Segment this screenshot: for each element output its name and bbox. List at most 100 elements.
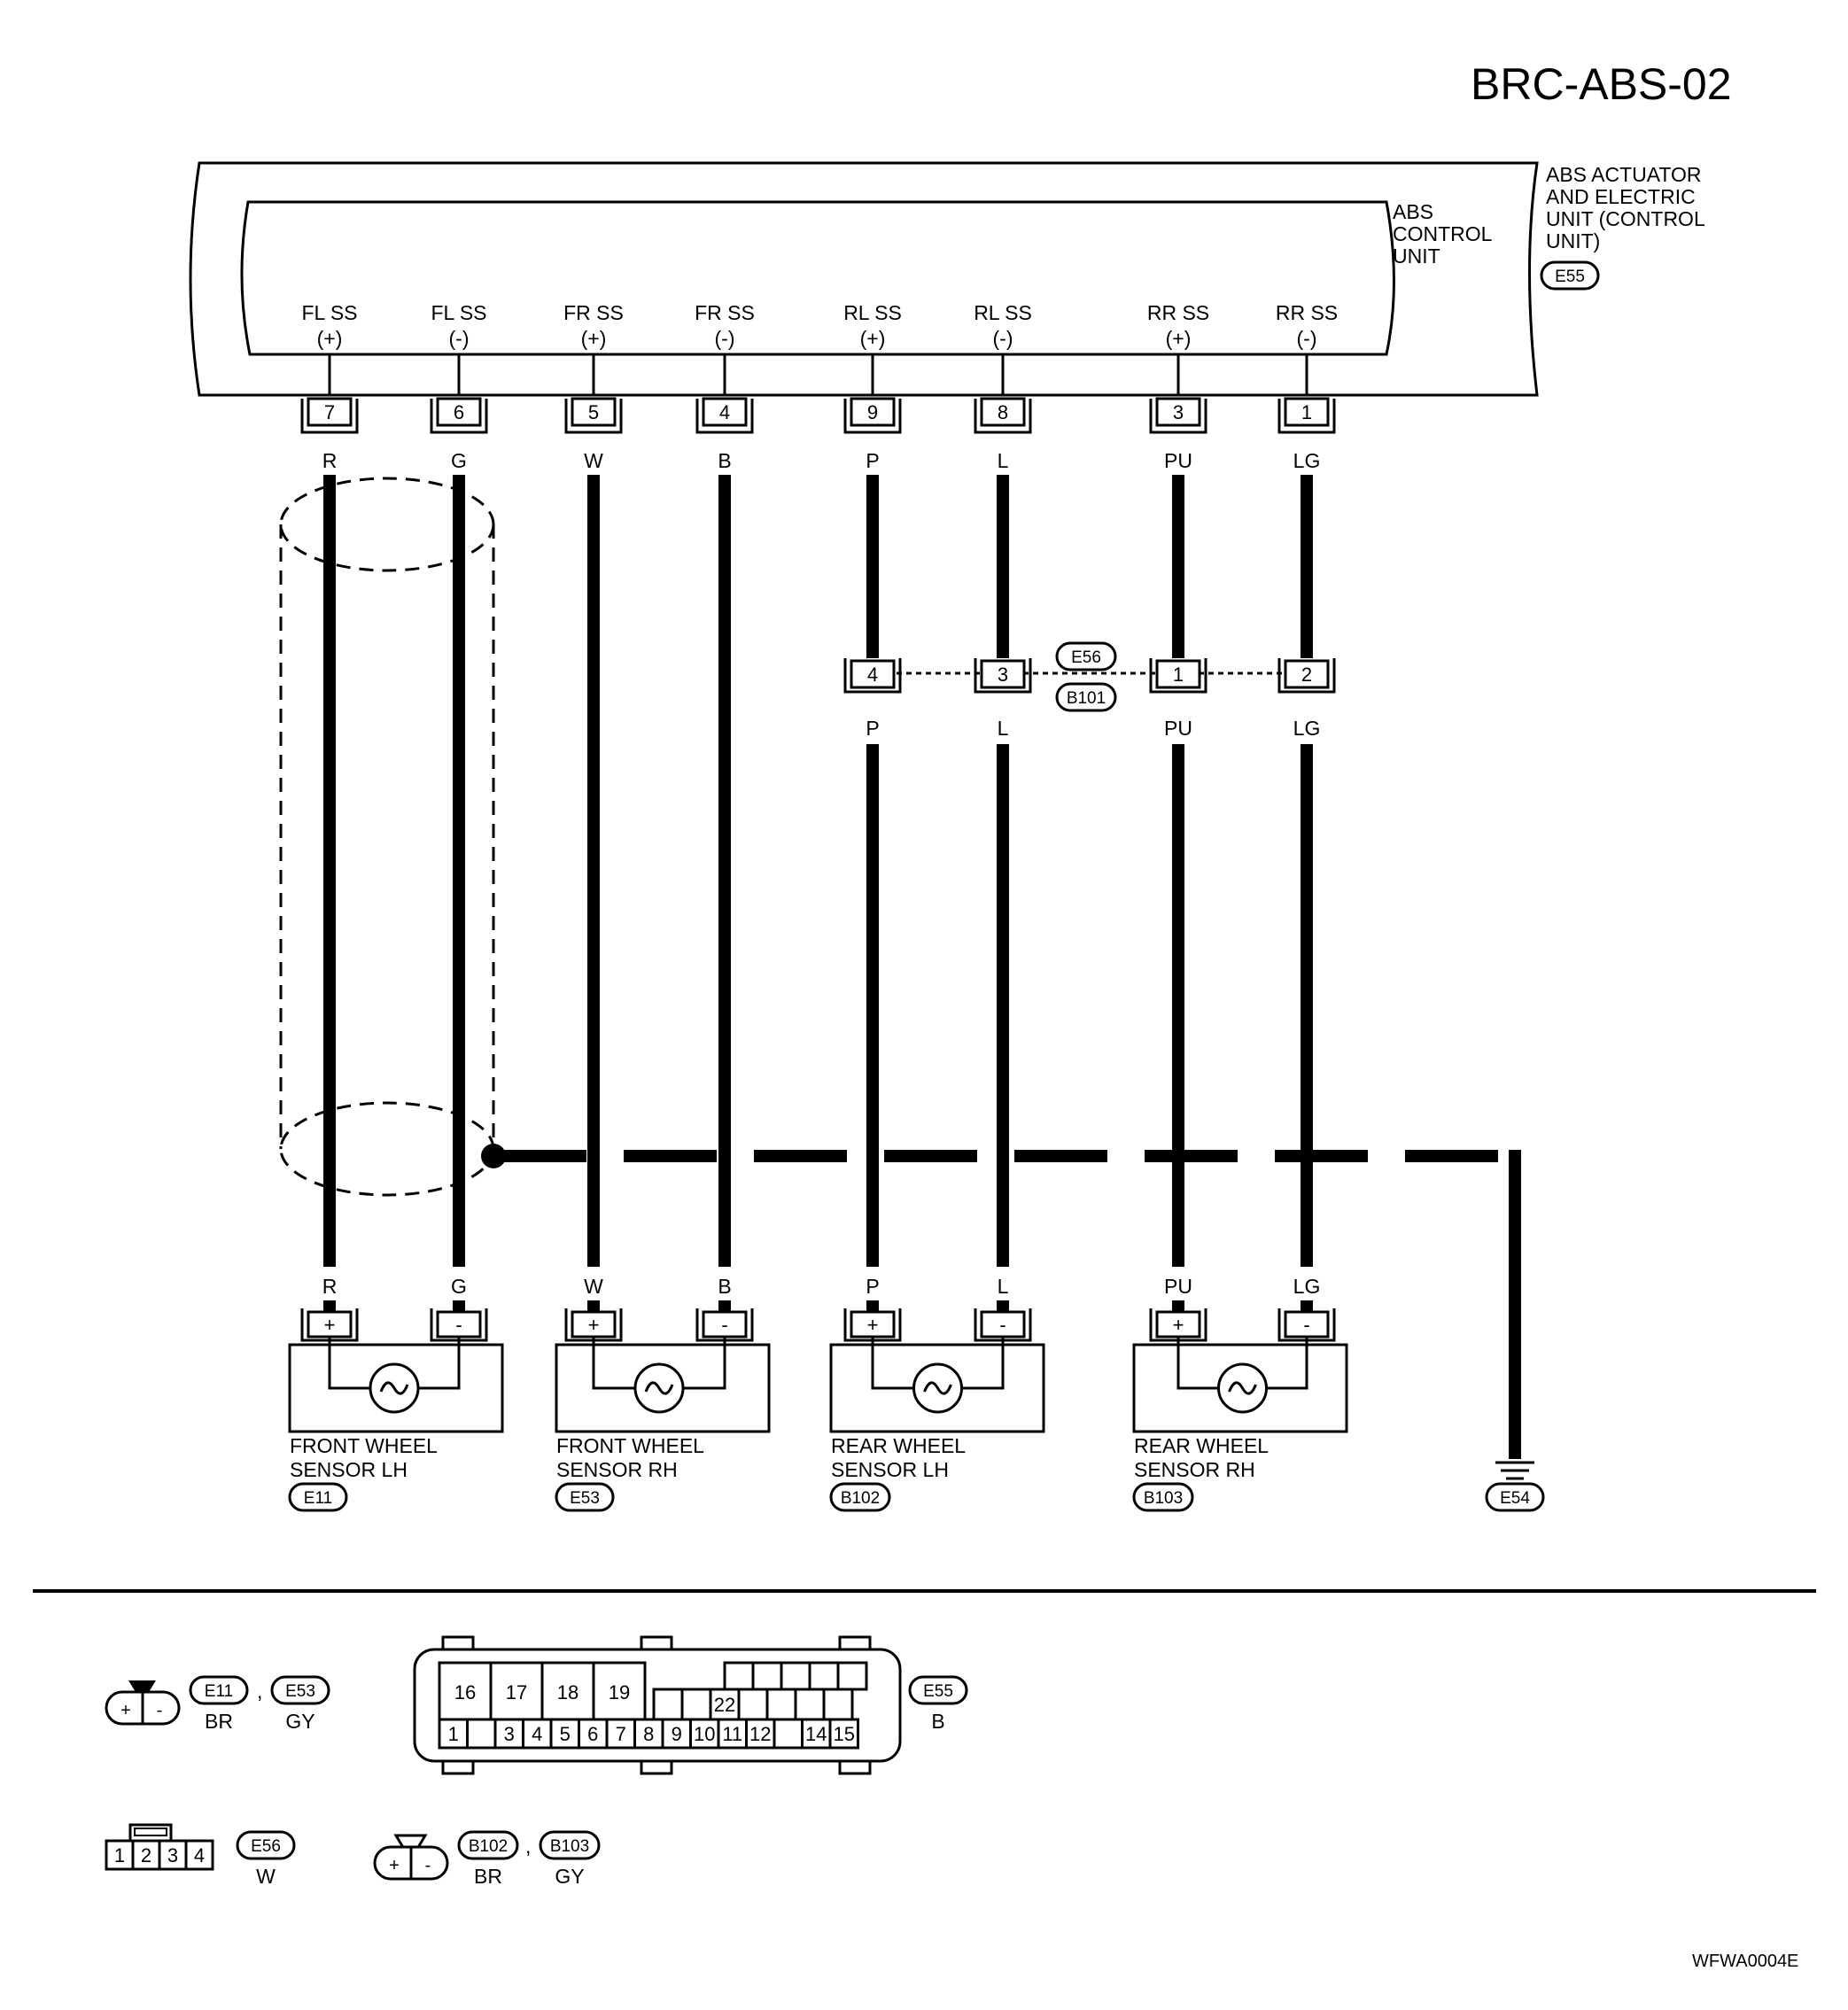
pin-number: 9: [867, 401, 878, 423]
e55-pin-number: 12: [749, 1723, 771, 1745]
e55-tab-center-bottom: [640, 1759, 673, 1775]
pin-function-label: FR SS: [563, 301, 624, 324]
sensor-plus-symbol: +: [588, 1314, 600, 1336]
wire-color-mid: LG: [1293, 717, 1321, 740]
sensor-plus-terminal: [1155, 1310, 1201, 1339]
e55-pin-number: 19: [609, 1681, 630, 1703]
pin-bracket: [1277, 399, 1336, 434]
sensor-plus-symbol: +: [324, 1314, 336, 1336]
wire-color-top: PU: [1164, 449, 1192, 472]
wire-color-mid: PU: [1164, 717, 1192, 740]
e56-pin-cell: [184, 1839, 214, 1871]
e55-pin-cell: [765, 1688, 797, 1721]
e55-pin-cell: [522, 1718, 553, 1750]
sensor-name-line-1: REAR WHEEL: [1134, 1434, 1269, 1457]
actuator-label-line-3: UNIT (CONTROL: [1546, 207, 1705, 230]
inline-pin-bracket: [1277, 658, 1336, 694]
e56-badge: [1055, 641, 1117, 671]
e55-pin-number: 15: [834, 1723, 855, 1745]
pin-box: [850, 397, 896, 427]
e56-view-label: E56: [251, 1837, 281, 1856]
sine-wave-icon: [644, 1381, 674, 1395]
inline-pin-bracket: [1149, 658, 1207, 694]
pin-polarity-label: (+): [581, 327, 607, 350]
e55-connector-badge: [1540, 260, 1600, 291]
e11-minus-pin: -: [157, 1701, 163, 1720]
wire-color-top: G: [451, 449, 467, 472]
sensor-name-line-2: SENSOR LH: [831, 1458, 949, 1481]
e55-pin-number: 1: [448, 1723, 459, 1745]
e55-pin-cell: [794, 1688, 826, 1721]
pin-bracket: [300, 399, 359, 434]
e55-pin-cell: [605, 1718, 636, 1750]
sensor-coil-leads: [328, 1337, 461, 1390]
pin-bracket: [695, 399, 754, 434]
e54-connector-label: E54: [1500, 1489, 1530, 1508]
inline-connector-e56-b101: E56 B101: [897, 641, 1298, 712]
e55-pin-number: 18: [557, 1681, 578, 1703]
wire-color-mid: L: [998, 717, 1009, 740]
wire-color-bottom: R: [322, 1275, 338, 1298]
e56-pin-cell: [131, 1839, 161, 1871]
e56-housing-latch-inner: [134, 1828, 167, 1836]
e56-label: E56: [1071, 648, 1101, 667]
wire-color-bottom: G: [451, 1275, 467, 1298]
pin-function-label: RL SS: [974, 301, 1032, 324]
e55-pin-number: 9: [672, 1723, 682, 1745]
wire-column-3: FR SS(+)5WW: [563, 301, 624, 1315]
e55-view-label: E55: [923, 1682, 953, 1701]
e55-pin-cell: [737, 1688, 769, 1721]
e55-pin-cell: [723, 1661, 755, 1691]
e55-pin-number: 22: [714, 1694, 735, 1716]
e55-pin-cell: [709, 1688, 741, 1721]
b102-color-code: BR: [474, 1865, 502, 1888]
pin-polarity-label: (+): [317, 327, 343, 350]
sensor-minus-symbol: -: [999, 1314, 1006, 1336]
e55-pin-number: 10: [694, 1723, 715, 1745]
actuator-unit-label: ABS ACTUATOR AND ELECTRIC UNIT (CONTROL …: [1540, 163, 1705, 291]
sensor-minus-symbol: -: [1303, 1314, 1309, 1336]
pin-bracket: [564, 399, 623, 434]
e11-view-badge: [189, 1675, 249, 1705]
pin-function-label: RL SS: [843, 301, 902, 324]
wire-color-top: B: [718, 449, 731, 472]
inline-pin-box: [980, 659, 1026, 689]
pin-function-label: FL SS: [301, 301, 357, 324]
pin-box: [1284, 397, 1330, 427]
inline-pin-box: [1284, 659, 1330, 689]
pin-box: [1155, 397, 1201, 427]
wire-color-bottom: W: [584, 1275, 603, 1298]
pin-box: [702, 397, 748, 427]
e56-pin-number: 1: [114, 1844, 125, 1866]
e55-pin-cell: [689, 1718, 720, 1750]
pin-function-label: FL SS: [431, 301, 486, 324]
e11-view-label: E11: [205, 1682, 233, 1701]
inline-pin-number: 3: [998, 664, 1008, 686]
e56-pin-number: 2: [141, 1844, 151, 1866]
b103-view-badge: [539, 1830, 601, 1860]
e55-pin-number: 8: [643, 1723, 654, 1745]
pin-function-label: RR SS: [1147, 301, 1209, 324]
inline-pin-bracket: [974, 658, 1032, 694]
e54-connector-badge: [1485, 1482, 1545, 1512]
e55-pin-number: 7: [616, 1723, 626, 1745]
sensor-connector-badge: [1132, 1482, 1194, 1512]
control-unit-frame: [240, 200, 1395, 356]
page-title: BRC-ABS-02: [1471, 59, 1732, 109]
sensor-minus-terminal: [702, 1310, 748, 1339]
e55-pin-number: 17: [506, 1681, 527, 1703]
sensor-name-line-1: FRONT WHEEL: [556, 1434, 704, 1457]
control-label-line-3: UNIT: [1393, 244, 1440, 268]
inline-pin-box: [850, 659, 896, 689]
b103-view-label: B103: [550, 1837, 589, 1856]
pin-number: 1: [1301, 401, 1312, 423]
sensor-connector-label: B103: [1144, 1489, 1183, 1508]
e53-color-code: GY: [285, 1710, 314, 1733]
drawing-code: WFWA0004E: [1692, 1952, 1798, 1971]
pin-polarity-label: (-): [715, 327, 735, 350]
sensor-connector-badge: [829, 1482, 891, 1512]
e55-pin-cell: [822, 1688, 854, 1721]
